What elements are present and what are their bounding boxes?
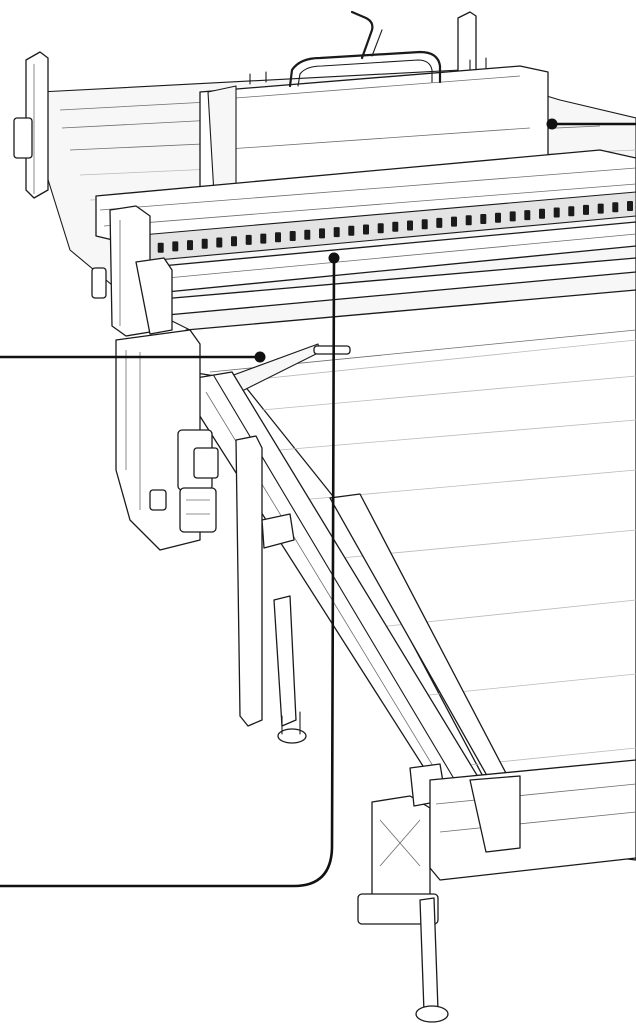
rail-hole: [392, 221, 399, 232]
rail-hole: [201, 238, 208, 249]
rail-hole: [597, 203, 604, 214]
rail-hole: [539, 208, 545, 219]
rail-hole: [216, 237, 223, 248]
rail-hole: [495, 212, 501, 223]
left-housing: [115, 329, 219, 551]
housing-feet: [91, 267, 167, 511]
carriage-bracket: [109, 205, 173, 337]
rail-hole: [612, 202, 619, 213]
rail-hole: [275, 232, 281, 243]
rail-hole: [260, 233, 267, 244]
rail-hole: [304, 229, 311, 240]
rail-hole: [436, 217, 443, 228]
rail-hole: [245, 234, 252, 245]
callout-gantry-rail-line: [0, 256, 336, 888]
rail-hole: [553, 207, 560, 218]
rail-hole: [319, 228, 325, 239]
callout-work-surface-dot: [254, 351, 266, 363]
rail-hole: [524, 210, 531, 221]
rail-hole: [583, 204, 589, 215]
rail-hole: [187, 240, 193, 251]
rail-hole: [377, 223, 384, 234]
rail-hole: [157, 242, 164, 253]
rail-hole: [480, 214, 487, 224]
callout-leaders: [0, 118, 636, 888]
table-front-cap: [429, 759, 636, 881]
rail-hole: [348, 225, 355, 236]
rail-hole: [333, 227, 340, 238]
front-upright: [235, 435, 307, 744]
rail-hole: [509, 211, 516, 222]
rail-hole: [363, 224, 369, 235]
rail-hole: [231, 236, 237, 247]
rail-hole: [568, 206, 575, 217]
table-body: [185, 289, 636, 861]
rail-hole: [421, 219, 428, 230]
rail-hole: [627, 201, 633, 211]
rail-hole: [289, 231, 296, 241]
left-post: [13, 51, 49, 199]
rail-hole: [172, 241, 179, 252]
rail-hole: [465, 215, 472, 226]
callout-upper-housing-dot: [546, 118, 558, 130]
rail-hole: [407, 220, 413, 231]
table-side-rail: [195, 371, 521, 869]
rail-hole: [451, 216, 457, 227]
rail-perforations: [143, 201, 633, 254]
front-leg-assembly: [357, 763, 449, 1023]
callout-gantry-rail-dot: [328, 252, 340, 264]
